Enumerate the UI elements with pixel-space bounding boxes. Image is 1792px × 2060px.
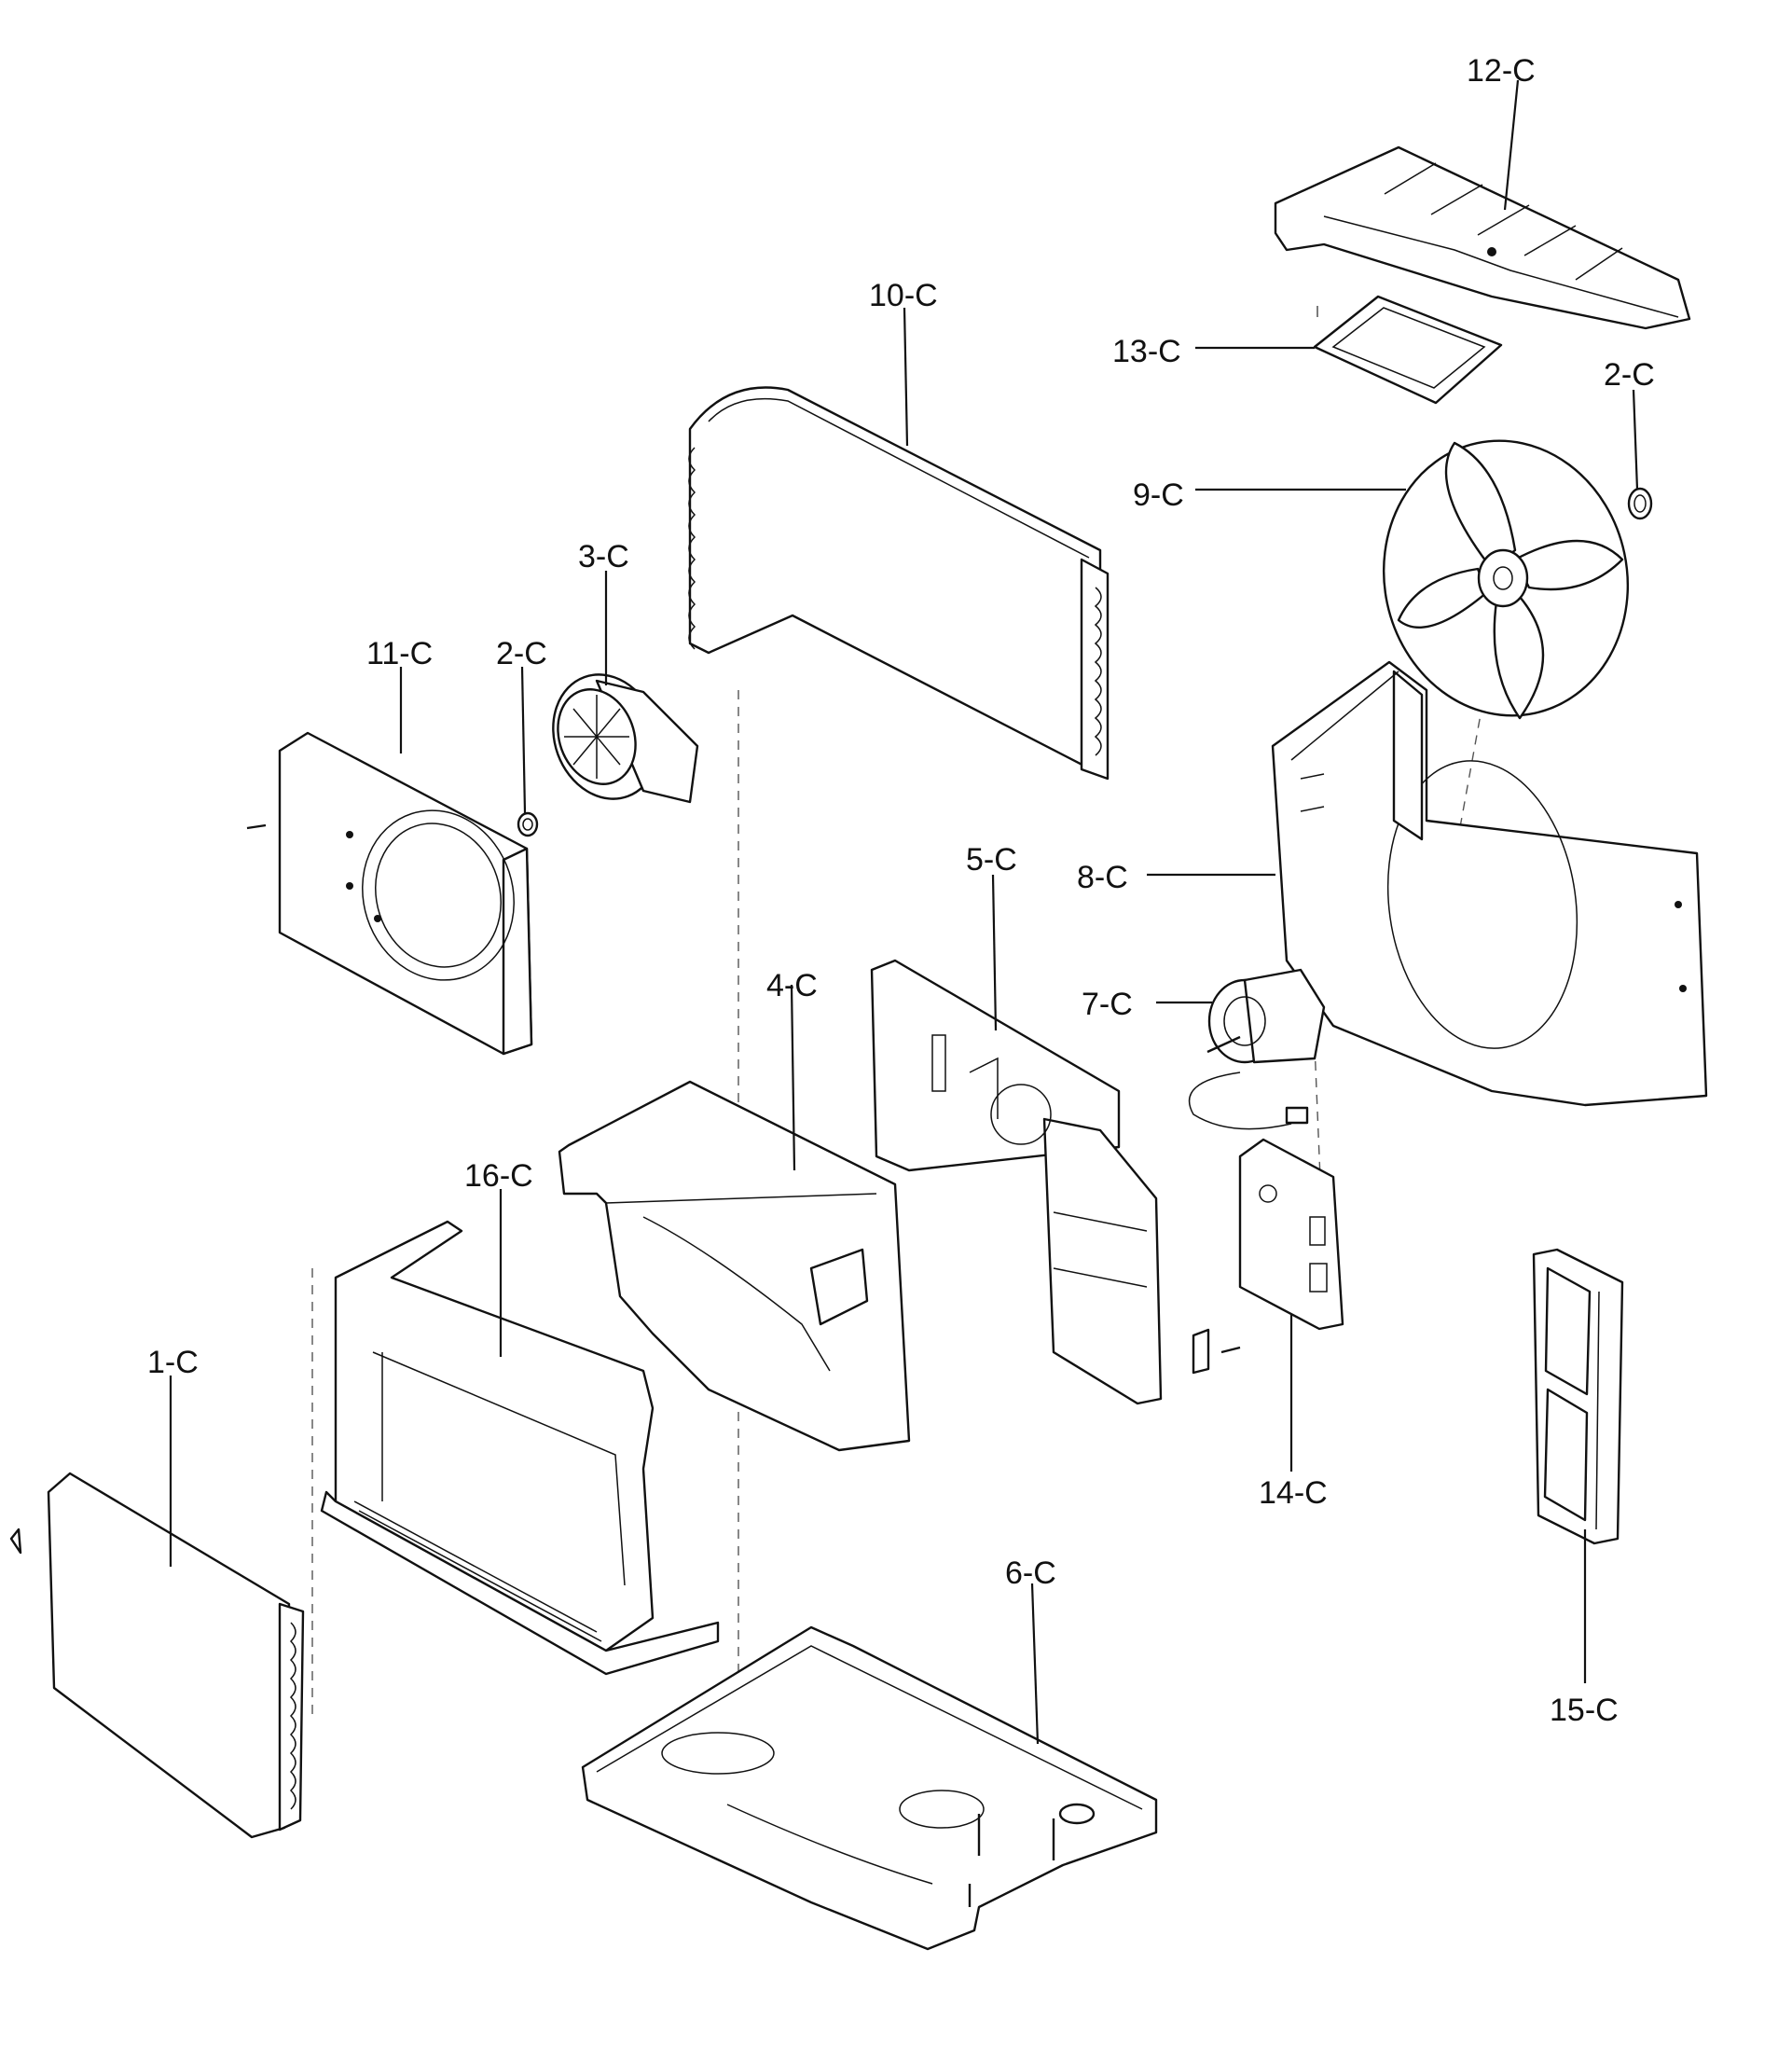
callout-labels: 12-C 13-C 2-C 10-C 9-C 3-C 11-C 2-C 5-C … bbox=[147, 53, 1655, 1728]
part-15c-grille bbox=[1532, 1248, 1624, 1545]
callout-7c: 7-C bbox=[1082, 987, 1133, 1022]
part-4c-partition bbox=[558, 1080, 911, 1452]
part-9c-outdoor-fan bbox=[1382, 439, 1630, 720]
part-2c-clip-left bbox=[517, 811, 539, 837]
leader-2c-left bbox=[520, 666, 527, 814]
part-12c-top-cover bbox=[1274, 145, 1691, 330]
callout-9c: 9-C bbox=[1133, 477, 1184, 513]
callout-12c: 12-C bbox=[1467, 53, 1536, 89]
leader-5c bbox=[991, 874, 998, 1031]
part-13c-bracket-plate bbox=[1313, 295, 1503, 405]
leader-12c bbox=[1503, 79, 1520, 211]
callout-4c: 4-C bbox=[766, 968, 818, 1003]
coil-return-bends-right bbox=[1094, 587, 1102, 756]
callout-3c: 3-C bbox=[578, 539, 629, 574]
callout-16c: 16-C bbox=[464, 1158, 533, 1194]
callout-8c: 8-C bbox=[1077, 860, 1128, 895]
callout-2c-right: 2-C bbox=[1604, 357, 1655, 393]
callout-15c: 15-C bbox=[1550, 1693, 1619, 1728]
leader-lines bbox=[169, 79, 1639, 1745]
callout-2c-left: 2-C bbox=[496, 636, 547, 671]
part-3c-blower-wheel bbox=[552, 673, 699, 804]
callout-14c: 14-C bbox=[1259, 1475, 1328, 1511]
callout-13c: 13-C bbox=[1112, 334, 1181, 369]
leader-6c bbox=[1030, 1583, 1040, 1745]
callout-1c: 1-C bbox=[147, 1345, 199, 1380]
part-8c-fan-shroud bbox=[1271, 660, 1708, 1107]
leader-10c bbox=[903, 307, 909, 447]
coil-return-bends-left bbox=[688, 447, 696, 650]
part-2c-clip-right bbox=[1627, 487, 1653, 520]
leader-4c bbox=[790, 984, 796, 1171]
callout-10c: 10-C bbox=[869, 278, 938, 313]
part-7c-fan-motor bbox=[1188, 968, 1326, 1130]
part-1c-condenser-coil bbox=[9, 1472, 305, 1839]
part-5c-control-bracket bbox=[870, 959, 1163, 1405]
callout-6c: 6-C bbox=[1005, 1555, 1056, 1591]
callout-11c: 11-C bbox=[366, 636, 433, 671]
leader-2c-right bbox=[1632, 389, 1639, 491]
part-16c-front-frame bbox=[320, 1220, 720, 1676]
part-6c-base-pan bbox=[581, 1625, 1158, 1951]
part-11c-scroll-housing bbox=[246, 731, 533, 1056]
part-10c-coil bbox=[688, 386, 1110, 781]
callout-5c: 5-C bbox=[966, 842, 1017, 878]
part-14c-control-box bbox=[1192, 1138, 1344, 1375]
